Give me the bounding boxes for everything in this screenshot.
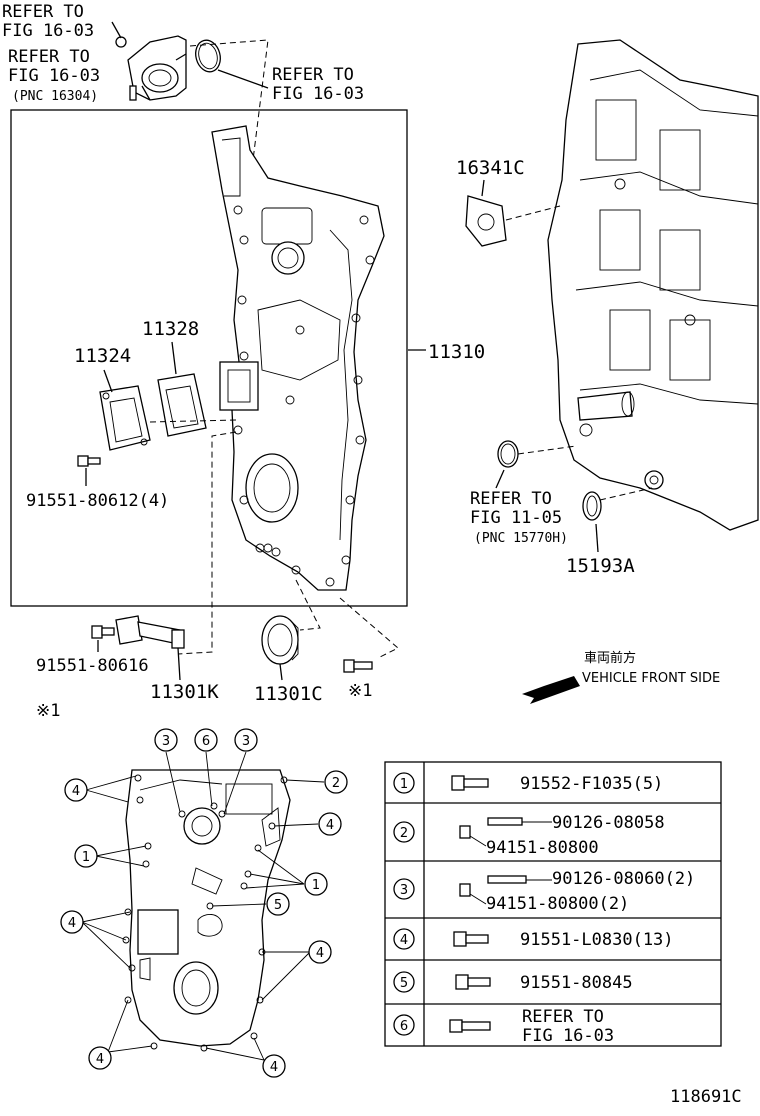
callout-4-e xyxy=(308,940,332,964)
callout-1-b xyxy=(304,872,328,896)
callout-4-a xyxy=(64,778,88,802)
part-11301K: 11301K xyxy=(150,681,219,703)
callout-num-6: 6 xyxy=(202,734,210,749)
sensor-11301K xyxy=(115,615,185,649)
legend-table: 1 91552-F1035(5) 2 90126-08058 94151-808… xyxy=(384,761,722,1047)
callout-4-f xyxy=(262,1054,286,1078)
refer-label-top3-line2: FIG 16-03 xyxy=(272,84,364,104)
legend-3-line1: 90126-08060(2) xyxy=(552,869,695,889)
bolt-location-diagram xyxy=(122,769,291,1052)
callout-3-b xyxy=(234,728,258,752)
front-arrow-icon xyxy=(522,676,580,704)
direction-japanese: 車両前方 xyxy=(584,650,636,666)
refer-label-mid-line2: FIG 11-05 xyxy=(470,508,562,528)
plate-11324 xyxy=(99,385,151,451)
water-inlet-illustration xyxy=(111,21,187,101)
part-16341C: 16341C xyxy=(456,157,525,179)
legend-6-line2: FIG 16-03 xyxy=(522,1026,614,1046)
legend-num-6: 6 xyxy=(400,1019,408,1034)
legend-4-line1: 91551-L0830(13) xyxy=(520,930,674,950)
bolt-91551-80616 xyxy=(91,625,115,639)
callout-num-3a: 3 xyxy=(162,734,170,749)
callout-5 xyxy=(266,892,290,916)
stud-nut-icon-2 xyxy=(459,817,552,847)
o-ring-top xyxy=(195,39,269,89)
bolt-icon-4 xyxy=(453,931,489,947)
bolt-note1 xyxy=(343,659,373,673)
callout-num-4e: 4 xyxy=(316,946,324,961)
callout-num-5: 5 xyxy=(274,898,282,913)
gasket-16341C xyxy=(465,195,507,247)
callout-num-1a: 1 xyxy=(82,850,90,865)
pnc-label-mid: (PNC 15770H) xyxy=(474,531,568,546)
callout-num-4f: 4 xyxy=(270,1060,278,1075)
callout-num-4c: 4 xyxy=(96,1052,104,1067)
part-11324: 11324 xyxy=(74,345,131,367)
refer-label-top1-line1: REFER TO xyxy=(2,2,84,22)
callout-num-1b: 1 xyxy=(312,878,320,893)
legend-num-1: 1 xyxy=(400,777,408,792)
legend-2-line1: 90126-08058 xyxy=(552,813,665,833)
part-91551-80612: 91551-80612(4) xyxy=(26,491,169,511)
seal-11301C xyxy=(261,615,299,665)
part-15193A: 15193A xyxy=(566,555,635,577)
note-mark-detail: ※1 xyxy=(36,701,60,721)
callout-1-a xyxy=(74,844,98,868)
callout-6 xyxy=(194,728,218,752)
callout-4-d xyxy=(318,812,342,836)
direction-english: VEHICLE FRONT SIDE xyxy=(582,671,720,686)
legend-num-5: 5 xyxy=(400,976,408,991)
stud-nut-icon-3 xyxy=(459,875,552,905)
callout-2 xyxy=(324,770,348,794)
callout-num-3b: 3 xyxy=(242,734,250,749)
pnc-label-top2: (PNC 16304) xyxy=(12,89,98,104)
refer-label-mid-line1: REFER TO xyxy=(470,489,552,509)
callout-4-b xyxy=(60,910,84,934)
refer-label-top1-line2: FIG 16-03 xyxy=(2,21,94,41)
legend-num-4: 4 xyxy=(400,933,408,948)
gasket-11328 xyxy=(157,373,207,437)
legend-3-line2: 94151-80800(2) xyxy=(486,894,629,914)
legend-5-line1: 91551-80845 xyxy=(520,973,633,993)
callout-num-4d: 4 xyxy=(326,818,334,833)
callout-3-a xyxy=(154,728,178,752)
callout-4-c xyxy=(88,1046,112,1070)
legend-num-3: 3 xyxy=(400,883,408,898)
legend-6-line1: REFER TO xyxy=(522,1007,604,1027)
callout-num-4b: 4 xyxy=(68,916,76,931)
legend-1-line1: 91552-F1035(5) xyxy=(520,774,663,794)
part-11328: 11328 xyxy=(142,318,199,340)
stud-icon-6 xyxy=(449,1019,491,1033)
part-11310: 11310 xyxy=(428,341,485,363)
bolt-icon-5 xyxy=(455,974,491,990)
callout-leaders xyxy=(81,751,325,1061)
part-11301C: 11301C xyxy=(254,683,323,705)
bolt-91551-80612 xyxy=(77,455,101,467)
refer-label-top3-line1: REFER TO xyxy=(272,65,354,85)
legend-2-line2: 94151-80800 xyxy=(486,838,599,858)
legend-num-2: 2 xyxy=(400,826,408,841)
seal-15193A xyxy=(582,491,602,521)
note-mark-bolt: ※1 xyxy=(348,681,372,701)
callout-num-2: 2 xyxy=(332,776,340,791)
callout-num-4a: 4 xyxy=(72,784,80,799)
o-ring-mid xyxy=(497,440,519,468)
refer-label-top2-line1: REFER TO xyxy=(8,47,90,67)
figure-id: 118691C xyxy=(670,1087,742,1107)
engine-block-illustration xyxy=(547,39,759,531)
callout-bubbles: 4 1 4 4 3 6 3 2 4 1 5 4 4 xyxy=(60,728,348,1078)
part-91551-80616: 91551-80616 xyxy=(36,656,149,676)
bolt-icon-1 xyxy=(451,775,489,791)
assembly-frame xyxy=(10,109,408,607)
timing-cover-illustration xyxy=(211,125,385,591)
refer-label-top2-line2: FIG 16-03 xyxy=(8,66,100,86)
